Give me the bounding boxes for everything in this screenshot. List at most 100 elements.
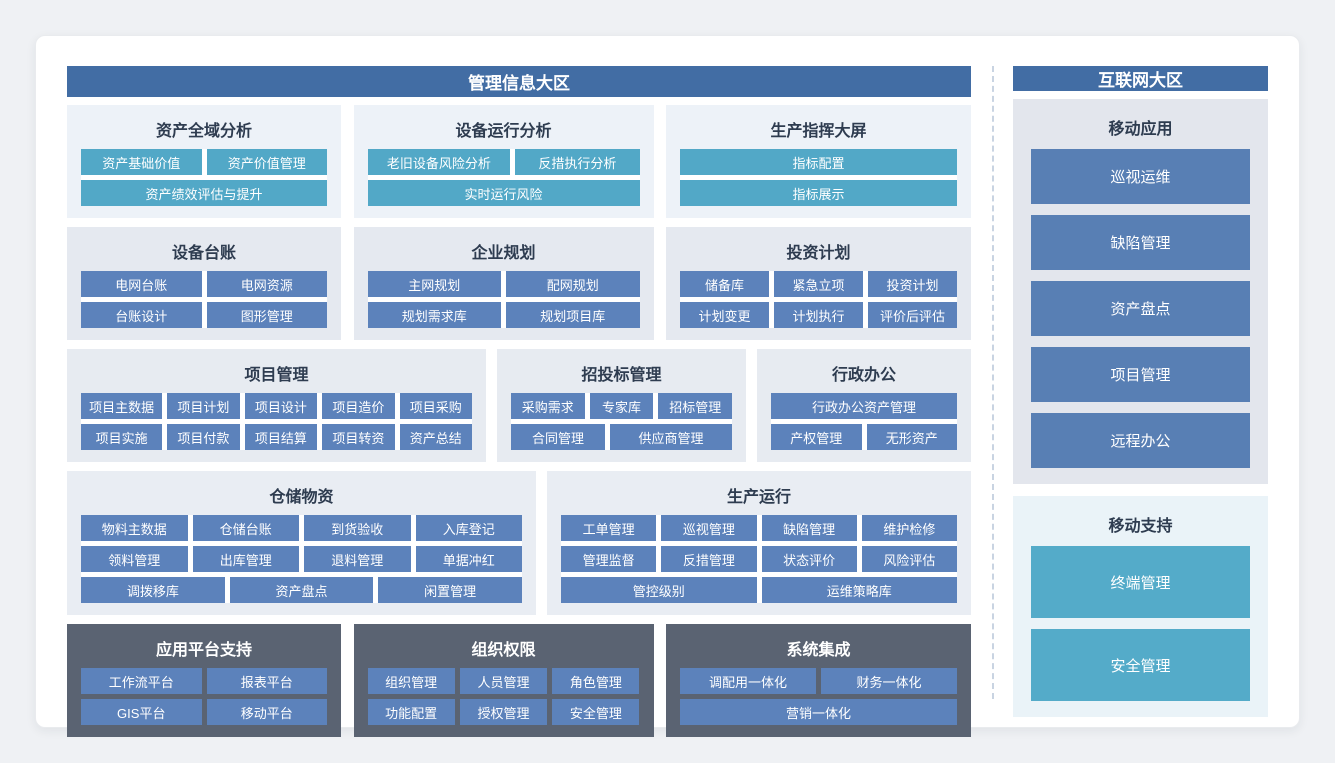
module-button[interactable]: 项目实施: [81, 424, 163, 450]
module-button[interactable]: 财务一体化: [821, 668, 957, 694]
module-button[interactable]: 项目造价: [322, 393, 395, 419]
module-button[interactable]: 评价后评估: [868, 302, 957, 328]
module-button[interactable]: 投资计划: [868, 271, 957, 297]
module-button[interactable]: 资产总结: [399, 424, 473, 450]
module-button[interactable]: 供应商管理: [609, 424, 732, 450]
panel-investment-plan: 投资计划 储备库 紧急立项 投资计划 计划变更 计划执行 评价后评估: [666, 227, 971, 340]
module-button[interactable]: 物料主数据: [81, 515, 188, 541]
module-button[interactable]: 闲置管理: [378, 577, 523, 603]
module-button[interactable]: 项目转资: [322, 424, 395, 450]
panel-warehouse-materials: 仓储物资 物料主数据 仓储台账 到货验收 入库登记 领料管理 出库管理 退料管理…: [67, 471, 536, 615]
module-button[interactable]: 维护检修: [861, 515, 957, 541]
module-button[interactable]: 入库登记: [415, 515, 522, 541]
panel-system-integration: 系统集成 调配用一体化 财务一体化 营销一体化: [666, 624, 971, 737]
module-button[interactable]: 资产盘点: [229, 577, 374, 603]
module-button[interactable]: 老旧设备风险分析: [367, 149, 511, 175]
module-button[interactable]: 图形管理: [206, 302, 327, 328]
module-button[interactable]: 储备库: [680, 271, 769, 297]
module-button[interactable]: 组织管理: [367, 668, 455, 694]
module-button[interactable]: 项目付款: [167, 424, 240, 450]
module-button[interactable]: 计划执行: [774, 302, 863, 328]
module-button[interactable]: 紧急立项: [774, 271, 863, 297]
module-button[interactable]: 出库管理: [192, 546, 299, 572]
module-button[interactable]: 项目设计: [244, 393, 318, 419]
panel-title: 移动应用: [1108, 121, 1173, 138]
module-button[interactable]: 实时运行风险: [367, 180, 640, 206]
module-button[interactable]: 项目采购: [399, 393, 473, 419]
module-button[interactable]: 单据冲红: [415, 546, 522, 572]
module-button[interactable]: 主网规划: [367, 271, 501, 297]
panel-equipment-ledger: 设备台账 电网台账 电网资源 台账设计 图形管理: [67, 227, 341, 340]
module-button[interactable]: 角色管理: [552, 668, 640, 694]
module-button[interactable]: 行政办公资产管理: [771, 393, 957, 419]
module-button[interactable]: 领料管理: [81, 546, 188, 572]
module-button[interactable]: 资产基础价值: [81, 149, 202, 175]
module-button[interactable]: 退料管理: [304, 546, 411, 572]
module-button[interactable]: 规划项目库: [506, 302, 640, 328]
module-button[interactable]: 调配用一体化: [680, 668, 816, 694]
zone-header-management: 管理信息大区: [67, 66, 971, 97]
panel-title: 生产指挥大屏: [770, 123, 867, 140]
module-button[interactable]: 配网规划: [506, 271, 640, 297]
module-button[interactable]: 规划需求库: [367, 302, 501, 328]
module-button[interactable]: 营销一体化: [680, 699, 957, 725]
module-button[interactable]: 风险评估: [861, 546, 957, 572]
panel-bidding-management: 招投标管理 采购需求 专家库 招标管理 合同管理 供应商管理: [497, 349, 746, 462]
module-button[interactable]: 巡视运维: [1031, 149, 1250, 204]
panel-title: 系统集成: [786, 642, 851, 659]
module-button[interactable]: 工单管理: [561, 515, 657, 541]
panel-org-permissions: 组织权限 组织管理 人员管理 角色管理 功能配置 授权管理 安全管理: [353, 624, 654, 737]
module-button[interactable]: 安全管理: [552, 699, 640, 725]
module-button[interactable]: 产权管理: [771, 424, 862, 450]
module-button[interactable]: 管控级别: [561, 577, 757, 603]
module-button[interactable]: 调拨移库: [81, 577, 225, 603]
module-button[interactable]: 资产绩效评估与提升: [81, 180, 327, 206]
module-button[interactable]: 巡视管理: [661, 515, 757, 541]
module-button[interactable]: 仓储台账: [192, 515, 299, 541]
module-button[interactable]: 项目管理: [1031, 347, 1250, 402]
module-button[interactable]: 项目计划: [167, 393, 240, 419]
module-button[interactable]: 指标展示: [680, 180, 957, 206]
module-button[interactable]: 招标管理: [658, 393, 732, 419]
module-button[interactable]: GIS平台: [81, 699, 202, 725]
module-button[interactable]: 到货验收: [304, 515, 411, 541]
module-button[interactable]: 缺陷管理: [761, 515, 857, 541]
panel-title: 设备运行分析: [455, 123, 552, 140]
panel-title: 行政办公: [831, 367, 896, 384]
module-button[interactable]: 无形资产: [866, 424, 957, 450]
panel-title: 组织权限: [471, 642, 536, 659]
module-button[interactable]: 移动平台: [206, 699, 327, 725]
module-button[interactable]: 人员管理: [459, 668, 548, 694]
module-button[interactable]: 缺陷管理: [1031, 215, 1250, 270]
module-button[interactable]: 状态评价: [761, 546, 857, 572]
module-button[interactable]: 管理监督: [561, 546, 657, 572]
module-button[interactable]: 计划变更: [680, 302, 769, 328]
module-button[interactable]: 电网台账: [81, 271, 202, 297]
panel-title: 仓储物资: [269, 489, 334, 506]
module-button[interactable]: 资产盘点: [1031, 281, 1250, 336]
module-button[interactable]: 项目结算: [244, 424, 318, 450]
module-button[interactable]: 采购需求: [511, 393, 585, 419]
app-card: 管理信息大区 资产全域分析 资产基础价值 资产价值管理 资产绩效评估与提升 设备…: [35, 35, 1300, 737]
zone-management-info: 管理信息大区 资产全域分析 资产基础价值 资产价值管理 资产绩效评估与提升 设备…: [67, 66, 971, 737]
module-button[interactable]: 合同管理: [511, 424, 605, 450]
module-button[interactable]: 远程办公: [1031, 413, 1250, 468]
module-button[interactable]: 项目主数据: [81, 393, 163, 419]
module-button[interactable]: 工作流平台: [81, 668, 202, 694]
module-button[interactable]: 功能配置: [367, 699, 455, 725]
module-button[interactable]: 电网资源: [206, 271, 327, 297]
panel-title: 生产运行: [726, 489, 791, 506]
module-button[interactable]: 台账设计: [81, 302, 202, 328]
module-button[interactable]: 反措执行分析: [515, 149, 640, 175]
module-button[interactable]: 运维策略库: [761, 577, 957, 603]
panel-title: 资产全域分析: [155, 123, 252, 140]
module-button[interactable]: 授权管理: [459, 699, 548, 725]
module-button[interactable]: 资产价值管理: [206, 149, 327, 175]
module-button[interactable]: 指标配置: [680, 149, 957, 175]
module-button[interactable]: 报表平台: [206, 668, 327, 694]
module-button[interactable]: 安全管理: [1031, 629, 1250, 701]
module-button[interactable]: 反措管理: [661, 546, 757, 572]
module-button[interactable]: 专家库: [589, 393, 654, 419]
zone-header-internet: 互联网大区: [1013, 66, 1268, 91]
module-button[interactable]: 终端管理: [1031, 546, 1250, 618]
